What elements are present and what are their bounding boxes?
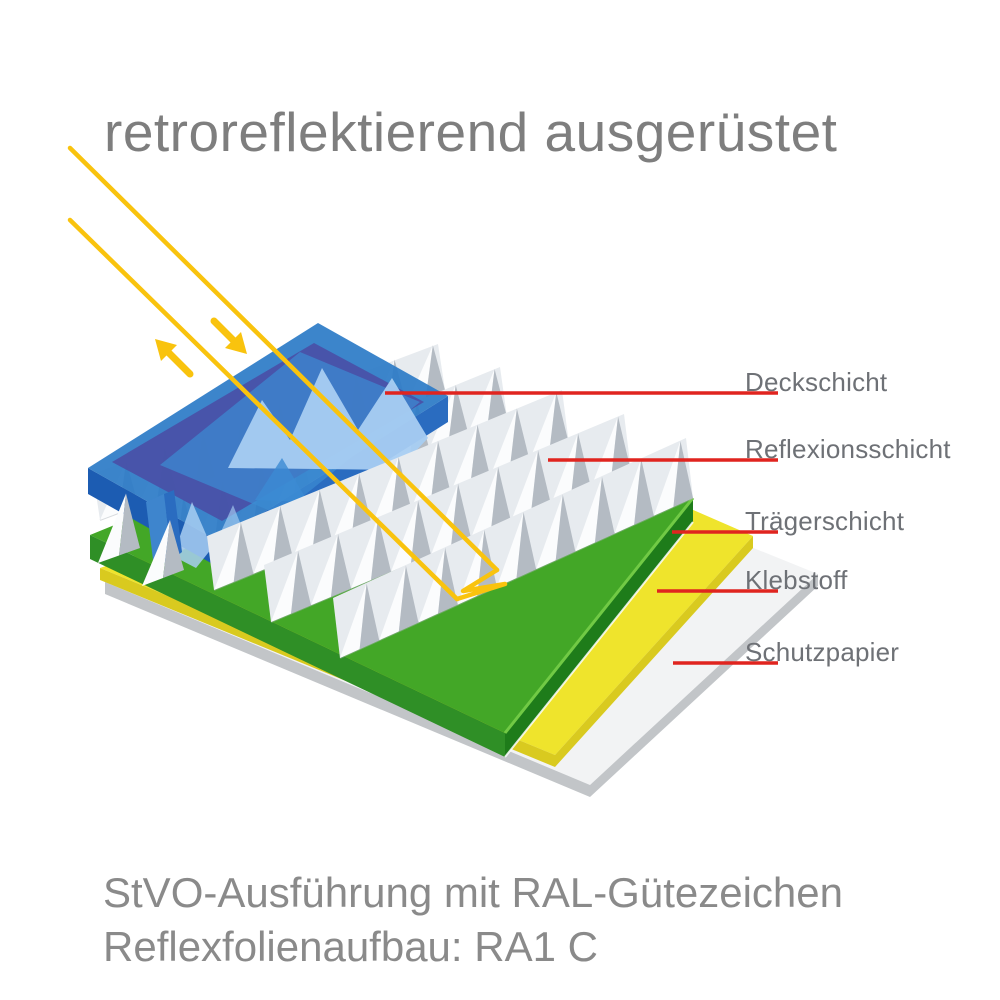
- prism-face-lit: [551, 433, 578, 505]
- ray-reflection-zigzag: [454, 567, 508, 602]
- caption-line2: Reflexfolienaufbau: RA1 C: [103, 923, 598, 970]
- deckschicht-layer: [88, 323, 448, 568]
- prism-face-lit: [271, 550, 298, 622]
- klebstoff-right-edge: [555, 536, 753, 767]
- page-title: retroreflektierend ausgerüstet: [104, 101, 838, 163]
- prism-face-lit: [511, 449, 538, 522]
- prism-face-lit: [575, 476, 602, 552]
- traegerschicht-edge-highlight: [503, 497, 695, 734]
- prism-face-shaded: [312, 489, 333, 550]
- prism-face-shaded: [425, 345, 445, 398]
- prism-face-lit: [340, 583, 367, 658]
- deckschicht-hanging-reflection-1: [173, 502, 212, 568]
- prism-face-lit: [142, 520, 170, 586]
- prism-face-lit: [98, 493, 126, 563]
- prism-face-shaded: [549, 392, 569, 453]
- prism-face-shaded: [430, 440, 451, 501]
- prism-face-lit: [450, 424, 478, 493]
- prism-face-shaded: [470, 424, 491, 485]
- prism-face-shaded: [555, 494, 576, 561]
- prism-face-lit: [371, 457, 399, 526]
- prism-face-shaded: [359, 583, 380, 650]
- incoming-ray: [67, 145, 500, 573]
- prism-face-lit: [529, 392, 557, 461]
- prism-face-shaded: [531, 449, 551, 513]
- prism-face-shaded: [516, 512, 537, 578]
- prism-face-shaded: [509, 408, 530, 469]
- label-traegerschicht: Trägerschicht: [745, 506, 905, 536]
- prism-face-shaded: [634, 458, 654, 525]
- caption-line1: StVO-Ausführung mit RAL-Gütezeichen: [103, 869, 844, 916]
- prism-face-shaded: [398, 565, 419, 632]
- prism-face-lit: [614, 458, 642, 534]
- prism-face-shaded: [611, 416, 631, 480]
- prism-face-shaded: [163, 520, 184, 578]
- prism-face-shaded: [331, 533, 351, 597]
- label-klebstoff: Klebstoff: [745, 565, 848, 595]
- prism-face-shaded: [233, 521, 254, 582]
- prism-face-lit: [468, 368, 495, 433]
- prism-face-shaded: [119, 493, 140, 556]
- prism-face-lit: [311, 533, 338, 606]
- caption: StVO-Ausführung mit RAL-Gütezeichen Refl…: [103, 866, 843, 974]
- outgoing-ray: [67, 217, 460, 602]
- prism-face-shaded: [594, 476, 615, 543]
- prism-face-shaded: [391, 457, 412, 517]
- light-rays: [67, 145, 508, 602]
- deckschicht-prism-reflections: [228, 368, 428, 470]
- deckschicht-leg-side: [164, 490, 182, 560]
- traegerschicht-right-edge: [505, 498, 693, 757]
- prism-face-shaded: [491, 466, 511, 530]
- incoming-arrow: [210, 317, 247, 354]
- schutzpapier-right-edge: [590, 574, 818, 797]
- prism-face-lit: [536, 494, 563, 570]
- prism-face-shaded: [487, 368, 507, 425]
- prism-face-shaded: [673, 440, 693, 507]
- prism-face-lit: [253, 505, 281, 574]
- prism-face-shaded: [448, 384, 469, 441]
- prism-face-lit: [214, 521, 241, 590]
- pointer-lines: [385, 391, 778, 665]
- schutzpapier-left-edge: [105, 582, 590, 797]
- traegerschicht-left-edge: [90, 535, 505, 757]
- prism-face-shaded: [291, 550, 311, 614]
- prism-face-lit: [292, 489, 320, 558]
- prism-face-shaded: [411, 500, 431, 564]
- traegerschicht-bottom-lip: [504, 521, 694, 758]
- prism-face-shaded: [371, 517, 391, 581]
- outgoing-arrow: [155, 339, 194, 378]
- prism-face-lit: [332, 473, 360, 542]
- prism-face-lit: [351, 517, 378, 589]
- prism-face-lit: [418, 547, 446, 623]
- prism-face-lit: [379, 565, 406, 641]
- prism-face-lit: [490, 408, 517, 477]
- deckschicht-reflection-triangle: [255, 458, 308, 502]
- label-schutzpapier: Schutzpapier: [745, 637, 900, 667]
- prism-face-lit: [471, 466, 498, 539]
- label-reflexionsschicht: Reflexionsschicht: [745, 434, 951, 464]
- prism-face-lit: [496, 512, 524, 587]
- prism-face-shaded: [273, 505, 293, 566]
- prism-face-shaded: [571, 433, 591, 497]
- prism-face-lit: [591, 416, 618, 488]
- label-deckschicht: Deckschicht: [745, 367, 888, 397]
- prism-face-lit: [411, 440, 438, 509]
